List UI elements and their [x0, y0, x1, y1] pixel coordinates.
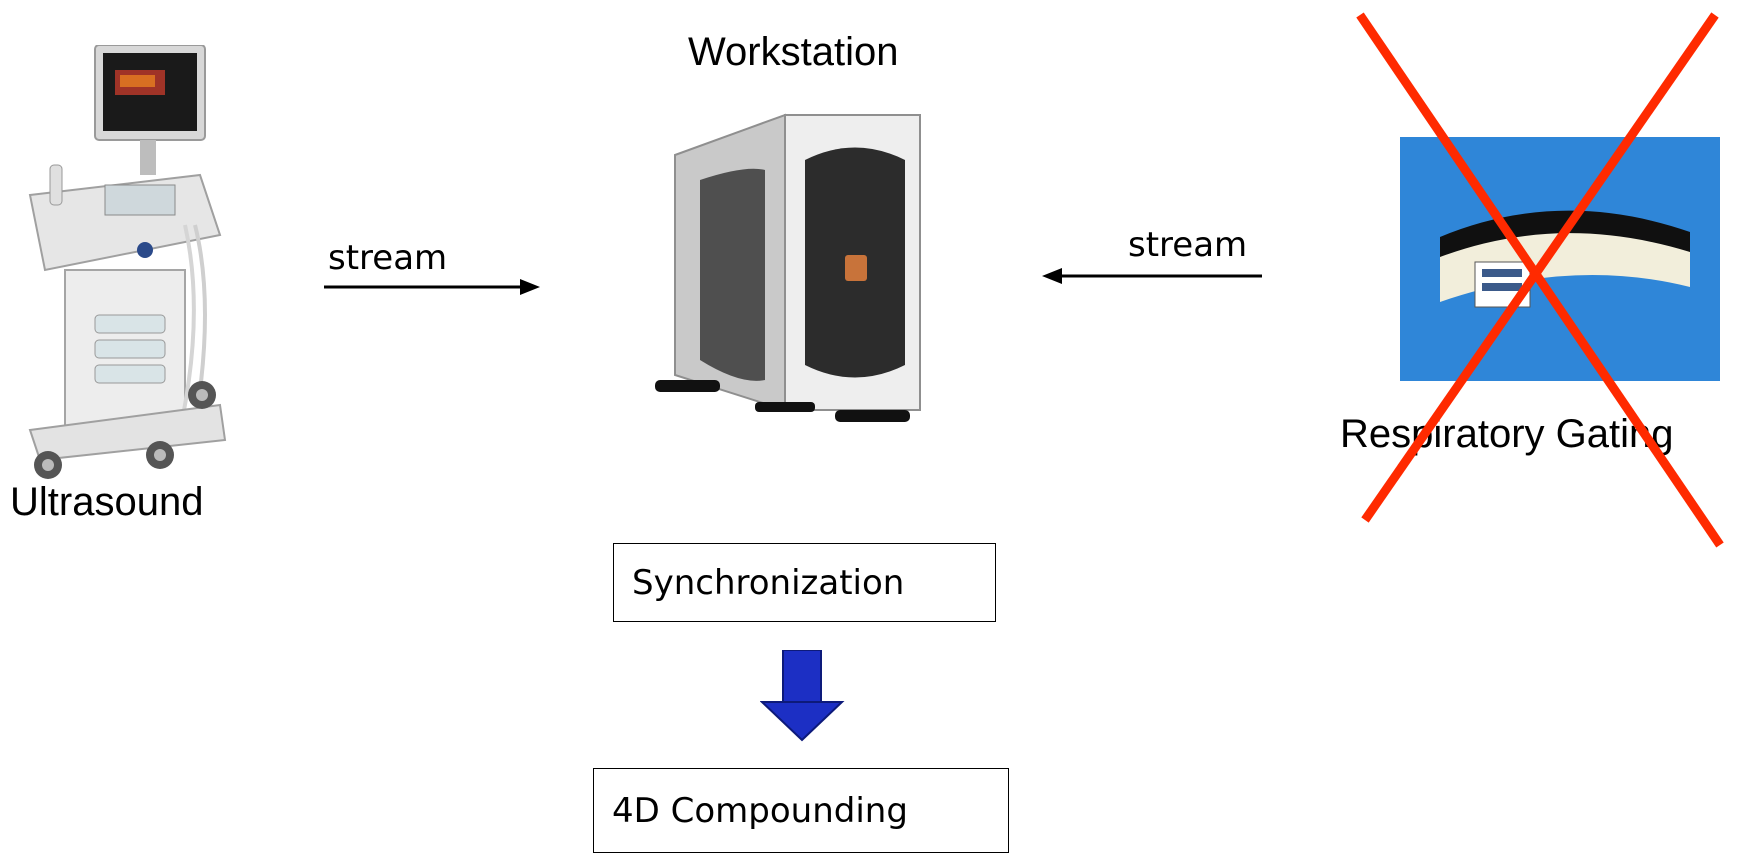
- stream-label-left: stream: [328, 238, 448, 278]
- down-arrow-icon: [760, 650, 845, 742]
- stream-label-right: stream: [1128, 225, 1248, 265]
- ultrasound-machine-image: [28, 45, 227, 479]
- crossed-out-icon: [1356, 12, 1724, 548]
- compounding-box: 4D Compounding: [593, 768, 1009, 853]
- workstation-tower-image: [655, 113, 921, 422]
- stream-arrow-left: [324, 279, 540, 295]
- respiratory-gating-label: Respiratory Gating: [1340, 412, 1674, 456]
- stream-arrow-right: [1042, 268, 1262, 284]
- ultrasound-label: Ultrasound: [10, 480, 204, 524]
- synchronization-box: Synchronization: [613, 543, 996, 622]
- workstation-label: Workstation: [688, 30, 899, 74]
- respiratory-belt-image: [1400, 137, 1720, 381]
